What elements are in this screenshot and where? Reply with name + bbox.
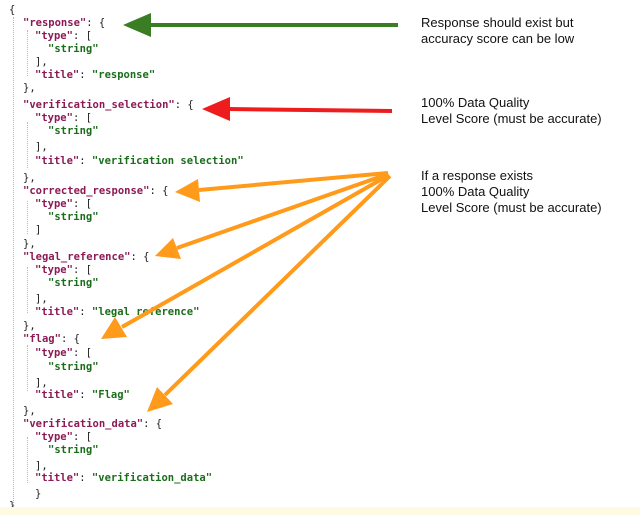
- code-line: "title": "Flag": [35, 389, 130, 401]
- code-line: },: [23, 405, 36, 417]
- json-key: "title": [35, 69, 80, 81]
- annotation-line: 100% Data Quality: [421, 95, 530, 110]
- json-string: "verification_data": [91, 472, 213, 484]
- json-key: "title": [35, 155, 80, 167]
- json-string: "response": [91, 69, 156, 81]
- json-key: "type": [35, 347, 73, 359]
- json-key: "type": [35, 198, 73, 210]
- code-close-brace: }: [9, 500, 16, 512]
- annotation-line: Level Score (must be accurate): [421, 111, 602, 126]
- code-line: "title": "legal reference": [35, 306, 200, 318]
- json-string: "string": [48, 125, 99, 137]
- code-line: "string": [48, 444, 99, 457]
- code-line: "flag": {: [23, 333, 80, 345]
- annotation-line: Response should exist but: [421, 15, 574, 30]
- red-arrow: [202, 97, 393, 121]
- code-line: }: [35, 488, 42, 500]
- json-string: "string": [48, 361, 99, 373]
- indent-guide: [27, 345, 28, 391]
- json-key: "title": [35, 472, 80, 484]
- json-key: "type": [35, 264, 73, 276]
- code-open-brace: {: [9, 4, 16, 16]
- code-line: "string": [48, 277, 99, 290]
- json-string: "string": [48, 444, 99, 456]
- code-line: "type": [: [35, 30, 92, 42]
- json-string: "Flag": [91, 389, 130, 401]
- indent-guide: [27, 30, 28, 76]
- json-key: "corrected_response": [23, 185, 150, 197]
- green-arrow: [123, 13, 398, 37]
- code-line: },: [23, 82, 36, 94]
- code-line: "type": [: [35, 112, 92, 124]
- json-key: "title": [35, 389, 80, 401]
- indent-guide: [27, 437, 28, 483]
- annotation-response: Response should exist but accuracy score…: [421, 15, 574, 47]
- annotation-line: If a response exists: [421, 168, 533, 183]
- json-key: "type": [35, 112, 73, 124]
- code-line: "string": [48, 43, 99, 56]
- code-line: },: [23, 172, 36, 184]
- json-string: "string": [48, 211, 99, 223]
- json-string: "string": [48, 43, 99, 55]
- json-key: "verification_selection": [23, 99, 175, 111]
- orange-arrows: [101, 171, 392, 412]
- code-line: "legal_reference": {: [23, 251, 150, 263]
- code-line: "type": [: [35, 264, 92, 276]
- orange-arrow-head: [175, 179, 200, 202]
- annotation-verification: 100% Data Quality Level Score (must be a…: [421, 95, 602, 127]
- orange-arrow-head: [155, 238, 181, 259]
- json-string: "verification selection": [91, 155, 244, 167]
- json-string: "string": [48, 277, 99, 289]
- code-line: "type": [: [35, 198, 92, 210]
- red-arrow-head: [202, 97, 230, 121]
- code-line: ],: [35, 460, 48, 472]
- annotation-line: 100% Data Quality: [421, 184, 530, 199]
- code-line: "title": "verification selection": [35, 155, 244, 167]
- code-line: "title": "verification_data": [35, 472, 213, 484]
- annotation-conditional: If a response exists 100% Data Quality L…: [421, 168, 602, 216]
- code-line: ],: [35, 141, 48, 153]
- code-line: },: [23, 238, 36, 250]
- annotation-line: Level Score (must be accurate): [421, 200, 602, 215]
- json-key: "type": [35, 30, 73, 42]
- code-line: ],: [35, 293, 48, 305]
- code-line: ]: [35, 224, 42, 236]
- code-line: "string": [48, 211, 99, 224]
- code-line: "verification_data": {: [23, 418, 163, 430]
- json-key: "flag": [23, 333, 61, 345]
- orange-arrow-shaft: [176, 172, 389, 250]
- orange-arrow-head: [147, 387, 173, 412]
- json-key: "legal_reference": [23, 251, 131, 263]
- orange-arrow-shaft: [163, 174, 392, 397]
- json-key: "response": [23, 17, 87, 29]
- code-line: "string": [48, 361, 99, 374]
- code-line: "type": [: [35, 431, 92, 443]
- indent-guide: [27, 122, 28, 168]
- indent-guide: [27, 267, 28, 313]
- code-line: "string": [48, 125, 99, 138]
- bottom-highlight-bar: [0, 507, 640, 515]
- code-line: "title": "response": [35, 69, 156, 81]
- indent-guide: [27, 201, 28, 234]
- json-key: "verification_data": [23, 418, 144, 430]
- code-line: "corrected_response": {: [23, 185, 169, 197]
- json-key: "type": [35, 431, 73, 443]
- annotation-line: accuracy score can be low: [421, 31, 575, 46]
- code-line: "verification_selection": {: [23, 99, 194, 111]
- red-arrow-shaft: [227, 107, 393, 113]
- code-line: ],: [35, 56, 48, 68]
- code-line: },: [23, 320, 36, 332]
- orange-arrow-shaft: [121, 173, 390, 329]
- code-line: "response": {: [23, 17, 106, 29]
- json-key: "title": [35, 306, 80, 318]
- code-line: "type": [: [35, 347, 92, 359]
- indent-guide: [13, 17, 14, 505]
- orange-arrow-shaft: [198, 171, 389, 192]
- code-line: ],: [35, 377, 48, 389]
- orange-arrow-head: [101, 317, 127, 339]
- green-arrow-head: [123, 13, 151, 37]
